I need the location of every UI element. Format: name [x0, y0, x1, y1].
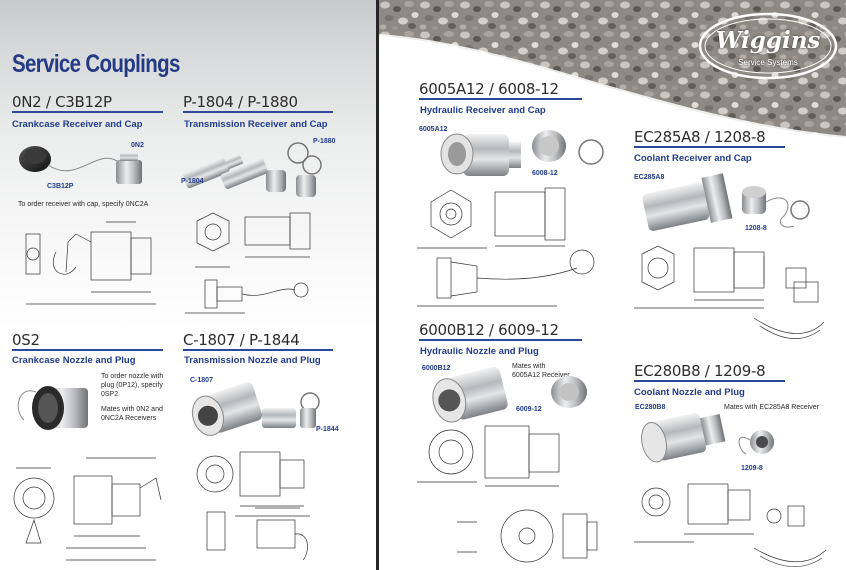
section-subtitle-0n2: Crankcase Receiver and Cap — [12, 119, 143, 130]
section-subtitle-c1807: Transmission Nozzle and Plug — [184, 355, 321, 366]
technical-drawing — [417, 187, 595, 307]
section-subtitle-p1804: Transmission Receiver and Cap — [184, 119, 328, 130]
section-heading-c1807: C-1807 / P-1844 — [183, 331, 300, 349]
part-label: P-1880 — [313, 138, 336, 145]
part-label: 0N2 — [131, 142, 144, 149]
technical-drawing — [196, 451, 310, 561]
part-label: 6005A12 — [419, 126, 448, 133]
section-rule — [12, 111, 163, 113]
book-spine — [376, 0, 379, 570]
section-rule — [419, 339, 582, 341]
order-note: To order receiver with cap, specify 0NC2… — [18, 201, 149, 208]
part-label: 6008-12 — [532, 170, 558, 177]
wiggins-logo — [698, 12, 838, 80]
catalog-page-left: Service Couplings 0N2 / C3B12P Crankcase… — [0, 0, 376, 570]
coupling-photo — [182, 142, 322, 197]
coupling-photo — [17, 386, 88, 430]
section-rule — [634, 380, 785, 382]
part-label: C-1807 — [190, 377, 213, 384]
section-rule — [183, 349, 333, 351]
technical-drawing — [634, 245, 825, 339]
technical-drawing — [185, 212, 311, 314]
section-rule — [183, 111, 333, 113]
mates-note: Mates with EC285A8 Receiver — [724, 404, 819, 411]
technical-drawing — [634, 483, 827, 568]
section-subtitle-0s2: Crankcase Nozzle and Plug — [12, 355, 136, 366]
order-note: To order nozzle with plug (0P12), specif… — [101, 373, 164, 398]
section-heading-ec285a8: EC285A8 / 1208-8 — [634, 128, 766, 146]
section-rule — [634, 146, 785, 148]
part-label: 1208-8 — [745, 225, 767, 232]
section-subtitle-6000b12: Hydraulic Nozzle and Plug — [420, 346, 539, 357]
coupling-photo — [642, 173, 810, 231]
catalog-page-right: Wiggins Service Systems 6005A12 / 6008-1… — [379, 0, 846, 570]
section-heading-p1804: P-1804 / P-1880 — [183, 93, 298, 111]
mates-note: Mates with 6005A12 Receiver — [512, 363, 570, 379]
brand-name: Wiggins — [715, 27, 821, 54]
section-subtitle-ec280b8: Coolant Nozzle and Plug — [634, 387, 745, 398]
section-subtitle-6005a12: Hydraulic Receiver and Cap — [420, 105, 546, 116]
part-label: 6009-12 — [516, 406, 542, 413]
section-heading-ec280b8: EC280B8 / 1209-8 — [634, 362, 766, 380]
section-heading-6000b12: 6000B12 / 6009-12 — [419, 321, 559, 339]
section-rule — [419, 98, 582, 100]
part-label: 1209-8 — [741, 465, 763, 472]
coupling-photo — [641, 413, 774, 463]
section-heading-6005a12: 6005A12 / 6008-12 — [419, 80, 559, 98]
coupling-photo — [191, 382, 320, 436]
part-label: P-1804 — [181, 178, 204, 185]
brand-tagline: Service Systems — [738, 58, 798, 67]
technical-drawing — [25, 221, 156, 305]
technical-drawing — [417, 425, 598, 563]
section-heading-0n2: 0N2 / C3B12P — [12, 93, 112, 111]
part-label: P-1844 — [316, 426, 339, 433]
mates-note: Mates with 0N2 and 0NC2A Receivers — [101, 406, 163, 422]
page-title: Service Couplings — [12, 50, 180, 78]
section-subtitle-ec285a8: Coolant Receiver and Cap — [634, 153, 752, 164]
part-label: 6000B12 — [422, 365, 451, 372]
section-heading-0s2: 0S2 — [12, 331, 40, 349]
part-label: C3B12P — [47, 183, 74, 190]
gravel-texture — [379, 0, 846, 140]
coupling-photo — [432, 366, 587, 423]
part-label: EC285A8 — [634, 174, 665, 181]
part-label: EC280B8 — [635, 404, 666, 411]
coupling-photo — [19, 146, 142, 184]
technical-drawing — [13, 457, 162, 561]
coupling-photo — [440, 130, 604, 176]
section-rule — [12, 349, 163, 351]
